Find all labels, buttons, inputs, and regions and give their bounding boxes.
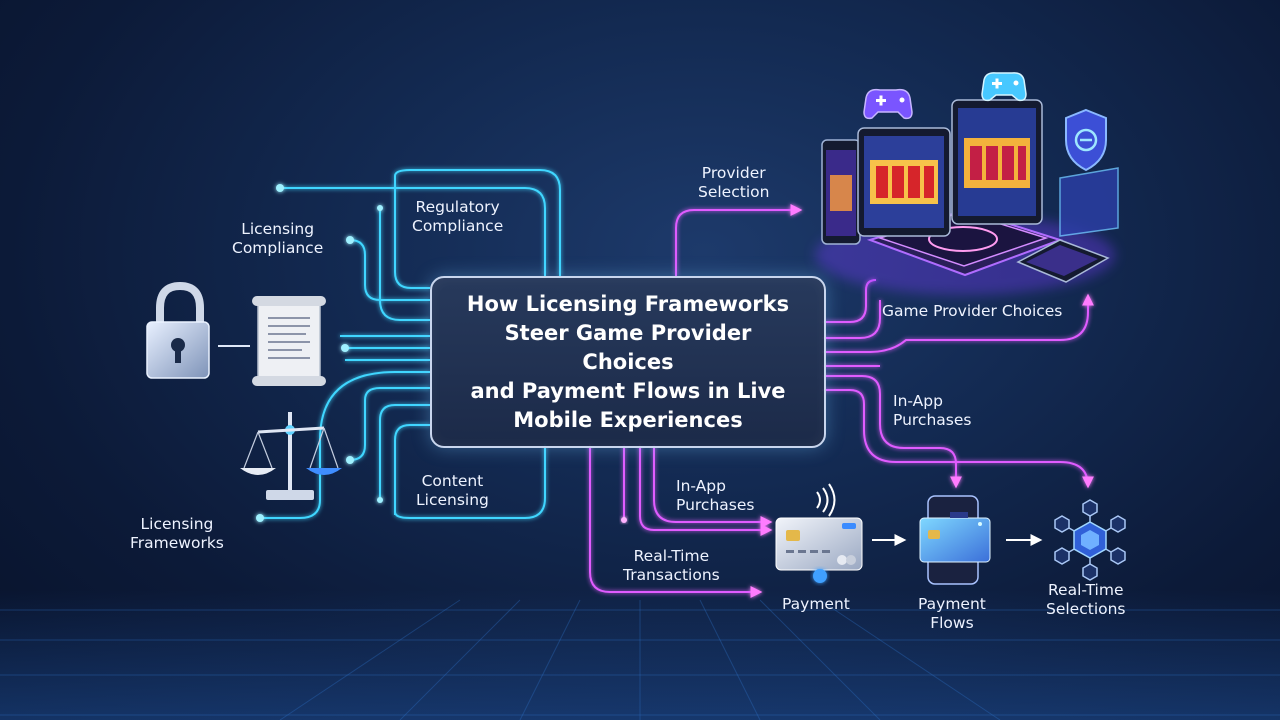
- label-content-licensing: Content Licensing: [416, 472, 489, 509]
- provider-payment-connectors: [589, 204, 1094, 598]
- balance-scale-icon: [240, 412, 342, 500]
- label-in-app-purchases-right: In-App Purchases: [893, 392, 972, 429]
- gamepad-icon: [863, 88, 913, 120]
- magenta-nodes: [621, 517, 627, 523]
- diagram-title: How Licensing Frameworks Steer Game Prov…: [466, 291, 790, 432]
- shield-icon: [1065, 108, 1107, 172]
- contract-scroll-icon: [252, 296, 326, 386]
- label-payment: Payment: [782, 595, 850, 613]
- gamepad-icon: [981, 72, 1027, 102]
- label-in-app-purchases-bottom: In-App Purchases: [676, 477, 755, 514]
- floor-grid: [0, 590, 1280, 720]
- smartphone-payment-icon: [919, 495, 991, 585]
- label-regulatory-compliance: Regulatory Compliance: [412, 198, 504, 235]
- gaming-devices-illustration: [815, 99, 1119, 295]
- connector-nodes: [256, 184, 383, 522]
- padlock-icon: [146, 281, 210, 379]
- label-licensing-frameworks: Licensing Frameworks: [130, 515, 224, 552]
- label-provider-selection: Provider Selection: [698, 164, 770, 201]
- label-real-time-selections: Real-Time Selections: [1046, 581, 1126, 618]
- network-hexagon-icon: [1054, 499, 1126, 581]
- title-box: How Licensing Frameworks Steer Game Prov…: [430, 276, 826, 448]
- licensing-connectors: [260, 169, 561, 519]
- credit-card-icon: [775, 483, 863, 583]
- label-real-time-transactions: Real-Time Transactions: [623, 547, 720, 584]
- label-payment-flows: Payment Flows: [918, 595, 986, 632]
- label-licensing-compliance: Licensing Compliance: [232, 220, 324, 257]
- label-game-provider-choices: Game Provider Choices: [882, 302, 1063, 320]
